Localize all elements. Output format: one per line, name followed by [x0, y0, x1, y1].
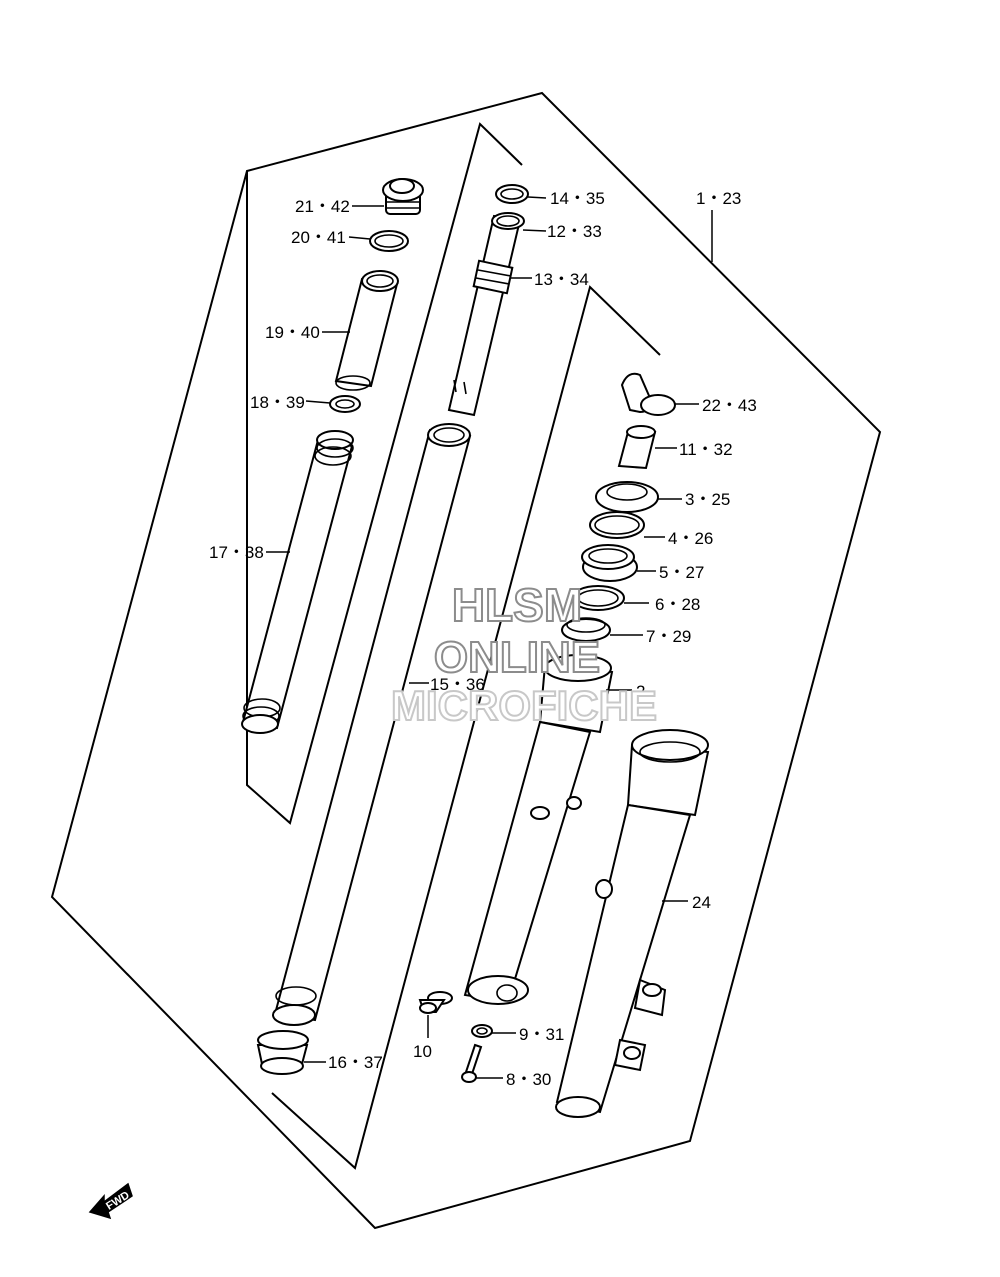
spacer-part[interactable] — [334, 270, 399, 391]
callout-13-34: 13・34 — [534, 270, 589, 289]
callout-2: 2 — [636, 682, 645, 701]
callout-7-29: 7・29 — [646, 627, 691, 646]
watermark-line-3: MICROFICHE — [391, 682, 657, 729]
outer-tube-left-part[interactable] — [555, 729, 710, 1118]
callout-15-36: 15・36 — [430, 675, 485, 694]
callout-6-28: 6・28 — [655, 595, 700, 614]
watermark-line-1: HLSM — [452, 579, 582, 631]
callout-16-37: 16・37 — [328, 1053, 383, 1072]
spring-set-outline — [246, 122, 523, 825]
callout-labels: 1・23 21・42 20・41 19・40 18・39 17・38 14・35… — [209, 189, 757, 1089]
cap-bolt-part[interactable] — [382, 178, 424, 215]
inner-tube-part[interactable] — [272, 423, 472, 1026]
watermark-line-2: ONLINE — [434, 633, 600, 682]
callout-18-39: 18・39 — [250, 393, 305, 412]
callout-9-31: 9・31 — [519, 1025, 564, 1044]
callout-3-25: 3・25 — [685, 490, 730, 509]
stopper-ring-part[interactable] — [589, 511, 645, 539]
damper-bolt-washer-part[interactable] — [471, 1024, 493, 1038]
washer-part[interactable] — [329, 395, 361, 413]
dust-cap-part[interactable] — [620, 372, 676, 416]
callout-19-40: 19・40 — [265, 323, 320, 342]
dust-seal-part[interactable] — [595, 481, 659, 513]
guide-bushing-part[interactable] — [256, 1030, 309, 1075]
leader-lines — [266, 196, 713, 1079]
oil-lock-piece-part[interactable] — [617, 425, 657, 470]
piston-ring-part[interactable] — [495, 184, 529, 204]
o-ring-part[interactable] — [369, 230, 409, 252]
callout-14-35: 14・35 — [550, 189, 605, 208]
axle-holder-bolt-part[interactable] — [418, 991, 453, 1014]
callout-21-42: 21・42 — [295, 197, 350, 216]
callout-8-30: 8・30 — [506, 1070, 551, 1089]
callout-11-32: 11・32 — [679, 440, 733, 459]
oil-seal-retainer-part[interactable] — [571, 585, 625, 611]
callout-5-27: 5・27 — [659, 563, 704, 582]
callout-20-41: 20・41 — [291, 228, 346, 247]
fork-spring-part[interactable] — [241, 430, 354, 734]
slide-bushing-part[interactable] — [561, 617, 611, 642]
damper-rod-bolt-part[interactable] — [461, 1043, 483, 1083]
outer-tube-part[interactable] — [463, 654, 614, 1005]
oil-seal-part[interactable] — [581, 544, 638, 582]
callout-22-43: 22・43 — [702, 396, 757, 415]
damper-rod-part[interactable] — [447, 212, 525, 417]
callout-4-26: 4・26 — [668, 529, 713, 548]
callout-1-23: 1・23 — [696, 189, 741, 208]
callout-12-33: 12・33 — [547, 222, 602, 241]
inner-tube-set-outline — [271, 285, 661, 1170]
callout-24: 24 — [692, 893, 711, 912]
forward-direction-arrow: FWD — [88, 1182, 133, 1220]
watermark: HLSM ONLINE MICROFICHE — [390, 578, 658, 730]
callout-17-38: 17・38 — [209, 543, 264, 562]
callout-10: 10 — [413, 1042, 432, 1061]
